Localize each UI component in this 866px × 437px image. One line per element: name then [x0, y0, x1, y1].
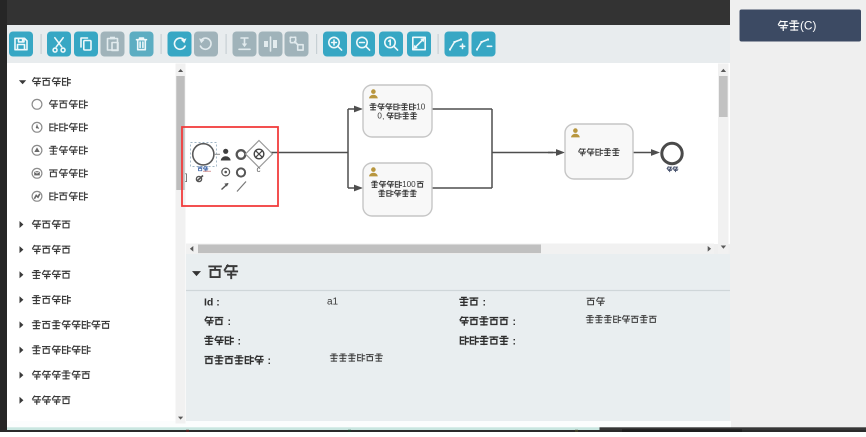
svg-text::: : — [268, 355, 272, 367]
svg-text::: : — [513, 335, 517, 347]
svg-text:(C): (C) — [800, 19, 816, 33]
svg-text:Id :: Id : — [204, 296, 220, 308]
svg-text:10: 10 — [416, 103, 426, 112]
svg-text:a1: a1 — [327, 297, 339, 308]
svg-text:c: c — [257, 165, 261, 174]
svg-text:100: 100 — [402, 180, 416, 189]
svg-text:]: ] — [185, 172, 188, 182]
svg-text::: : — [238, 335, 242, 347]
svg-text::: : — [228, 316, 232, 328]
svg-text::: : — [483, 296, 487, 308]
svg-text::: : — [513, 316, 517, 328]
svg-text:0: 0 — [377, 112, 382, 121]
